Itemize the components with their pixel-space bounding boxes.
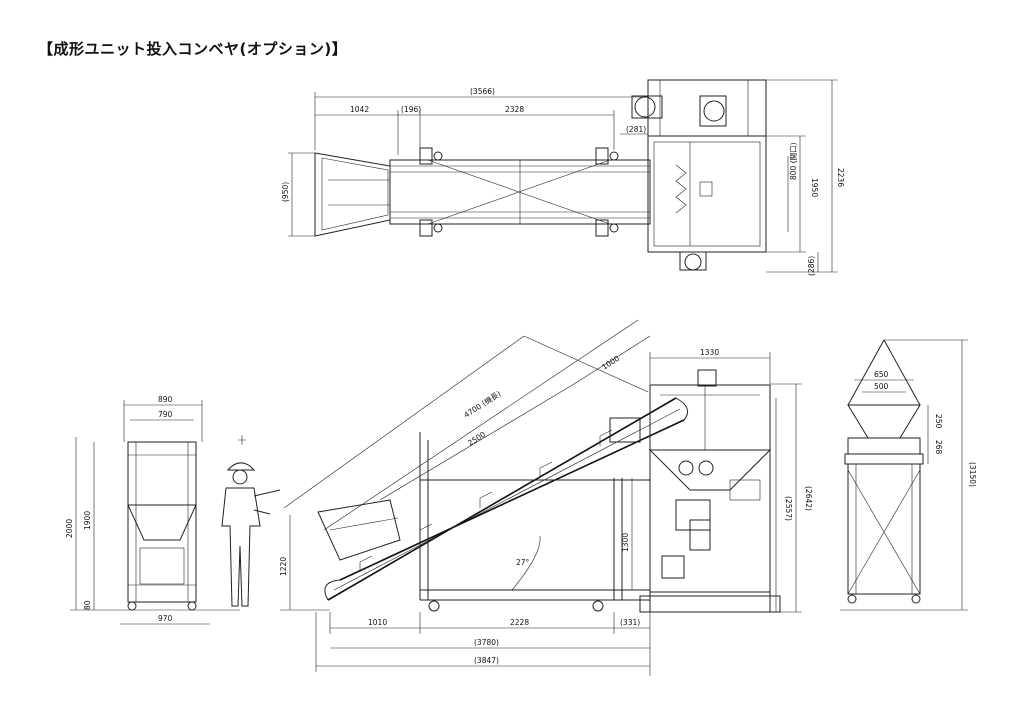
- dim-plan-overall: (3566): [470, 87, 495, 96]
- front-elevation: 890 790 2000 1900 80 970: [65, 319, 813, 676]
- dim-plan-offset: (196): [401, 105, 421, 114]
- conveyor-frame: [419, 432, 650, 612]
- dim-plan-side-offset: (281): [626, 125, 646, 134]
- dim-plan-left: 1042: [350, 105, 369, 114]
- dim-height-2557: (2557): [784, 496, 793, 521]
- plan-view: (3566) 1042 (196) 2328 (281) (950) 1950 …: [281, 79, 845, 276]
- dim-end-3150: (3150): [968, 462, 977, 487]
- dim-height-80: 80: [83, 600, 92, 610]
- dim-height-2000: 2000: [65, 519, 74, 538]
- dim-plan-span: 2328: [505, 105, 524, 114]
- dim-base-1010: 1010: [368, 618, 387, 627]
- dim-base-331: (331): [620, 618, 640, 627]
- page-title: 【成形ユニット投入コンベヤ(オプション)】: [38, 40, 348, 58]
- dim-end-250: 250: [934, 414, 943, 429]
- end-view: 650 500 250 268 (3150): [840, 339, 977, 611]
- person-figure: [221, 435, 281, 607]
- dim-base-2228: 2228: [510, 618, 529, 627]
- dim-base-3780: (3780): [474, 638, 499, 647]
- dim-plan-opening: 800 (開口): [789, 142, 798, 180]
- dim-top-1330: 1330: [700, 348, 719, 357]
- plan-machine: [647, 135, 767, 253]
- dim-end-500: 500: [874, 382, 889, 391]
- dim-belt-2500: 2500: [466, 430, 487, 448]
- dim-base-970: 970: [158, 614, 173, 623]
- dim-height-1220: 1220: [279, 557, 288, 576]
- dim-plan-bottom: (286): [807, 256, 816, 276]
- dim-hopper-inner: 790: [158, 410, 173, 419]
- dim-plan-width: (950): [281, 182, 290, 202]
- hopper-stand: [127, 441, 197, 603]
- angle-label: 27°: [516, 558, 530, 567]
- plan-hopper: [314, 152, 391, 237]
- dim-height-2642: (2642): [804, 486, 813, 511]
- dim-base-3847: (3847): [474, 656, 499, 665]
- molding-machine: [639, 369, 781, 613]
- dim-end-650: 650: [874, 370, 889, 379]
- dim-hopper-outer: 890: [158, 395, 173, 404]
- dim-end-268: 268: [934, 440, 943, 455]
- dim-height-1900: 1900: [83, 511, 92, 530]
- dim-plan-height: 1950: [810, 178, 819, 197]
- dim-plan-total: 2236: [836, 168, 845, 187]
- dim-height-1300: 1300: [621, 533, 630, 552]
